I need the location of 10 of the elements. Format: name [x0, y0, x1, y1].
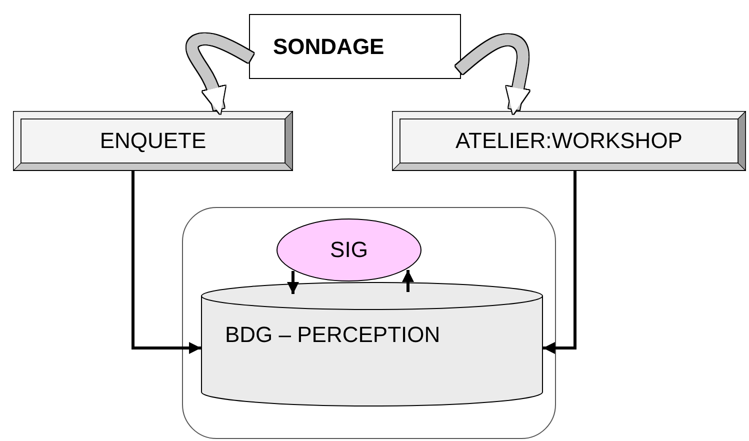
node-label: BDG – PERCEPTION [225, 322, 440, 348]
node-label: ENQUETE [98, 128, 208, 154]
node-label: SONDAGE [273, 34, 384, 60]
arrow [402, 270, 414, 292]
arrow [543, 171, 576, 354]
node-label: SIG [329, 237, 369, 264]
curved-block-arrow [455, 34, 530, 114]
arrow [287, 271, 299, 294]
node-label: ATELIER:WORKSHOP [454, 128, 684, 154]
arrow [132, 171, 201, 354]
